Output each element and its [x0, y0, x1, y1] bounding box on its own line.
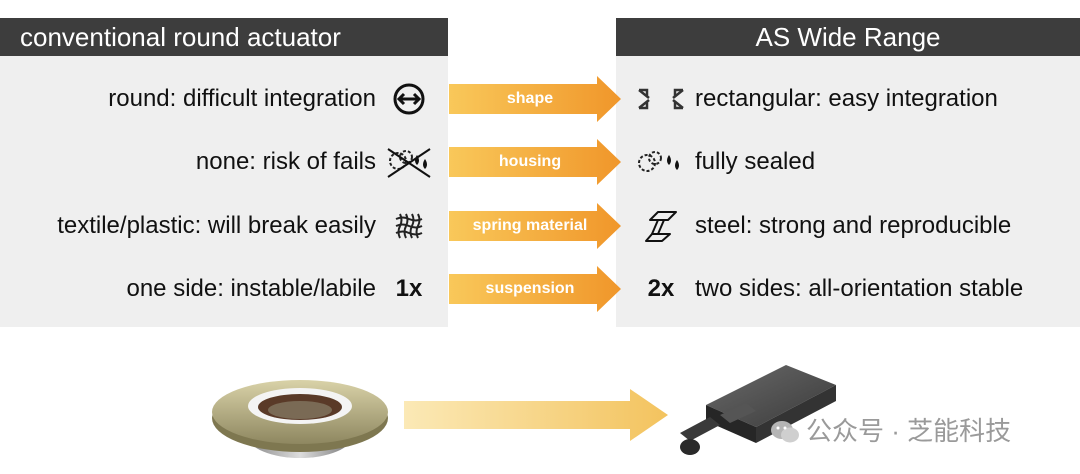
dust-water-icon — [632, 145, 690, 179]
left-row-spring: textile/plastic: will break easily — [57, 212, 376, 239]
right-row-housing: fully sealed — [695, 148, 816, 175]
left-panel — [0, 55, 448, 327]
rectangular-actuator-image — [680, 365, 836, 455]
textile-weave-icon — [384, 209, 434, 243]
double-arrow-icon — [384, 82, 434, 116]
arrow-suspension: suspension — [449, 266, 621, 312]
watermark-text: 公众号 · 芝能科技 — [806, 416, 1012, 446]
arrow-spring-material: spring material — [449, 203, 621, 249]
left-multiplier: 1x — [395, 275, 423, 302]
arrow-label-suspension: suspension — [485, 280, 575, 297]
crossed-dust-water-icon — [384, 145, 434, 179]
left-row-housing: none: risk of fails — [195, 148, 376, 175]
arrow-label-spring-material: spring material — [472, 217, 588, 234]
left-header: conventional round actuator — [0, 18, 448, 56]
steel-beam-icon — [632, 209, 690, 243]
arrow-label-shape: shape — [506, 90, 554, 107]
left-row-shape: round: difficult integration — [108, 85, 376, 112]
right-row-suspension: two sides: all-orientation stable — [695, 275, 1024, 302]
right-row-spring: steel: strong and reproducible — [695, 212, 1012, 239]
arrow-housing: housing — [449, 139, 621, 185]
right-row-shape: rectangular: easy integration — [695, 85, 998, 112]
compress-arrows-icon — [632, 82, 690, 116]
right-header: AS Wide Range — [616, 18, 1080, 56]
wechat-logo-icon — [771, 421, 799, 443]
arrow-label-housing: housing — [498, 153, 562, 170]
transition-arrow — [404, 389, 668, 441]
round-actuator-image — [212, 380, 388, 458]
right-multiplier: 2x — [647, 275, 675, 302]
left-multiplier-cell: 1x — [384, 272, 434, 306]
left-row-suspension: one side: instable/labile — [126, 275, 376, 302]
arrow-shape: shape — [449, 76, 621, 122]
right-panel — [616, 55, 1080, 327]
right-multiplier-cell: 2x — [632, 272, 690, 306]
